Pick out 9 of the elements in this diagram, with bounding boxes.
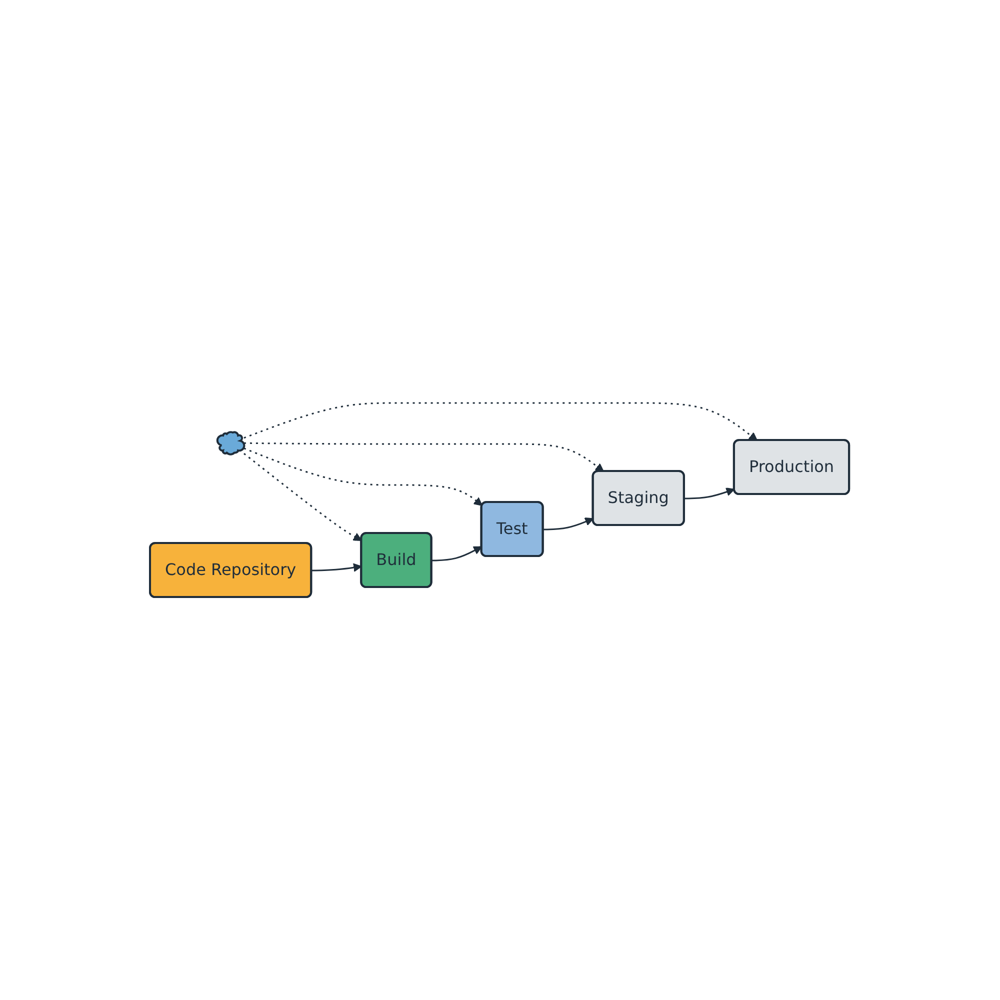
node-cloud bbox=[216, 431, 246, 456]
arrow bbox=[312, 563, 362, 572]
arrow bbox=[244, 442, 604, 472]
arrow bbox=[684, 488, 736, 500]
arrow bbox=[244, 452, 362, 542]
arrow bbox=[244, 402, 758, 441]
arrow bbox=[432, 546, 483, 562]
arrow bbox=[244, 448, 484, 506]
arrow bbox=[544, 517, 594, 530]
